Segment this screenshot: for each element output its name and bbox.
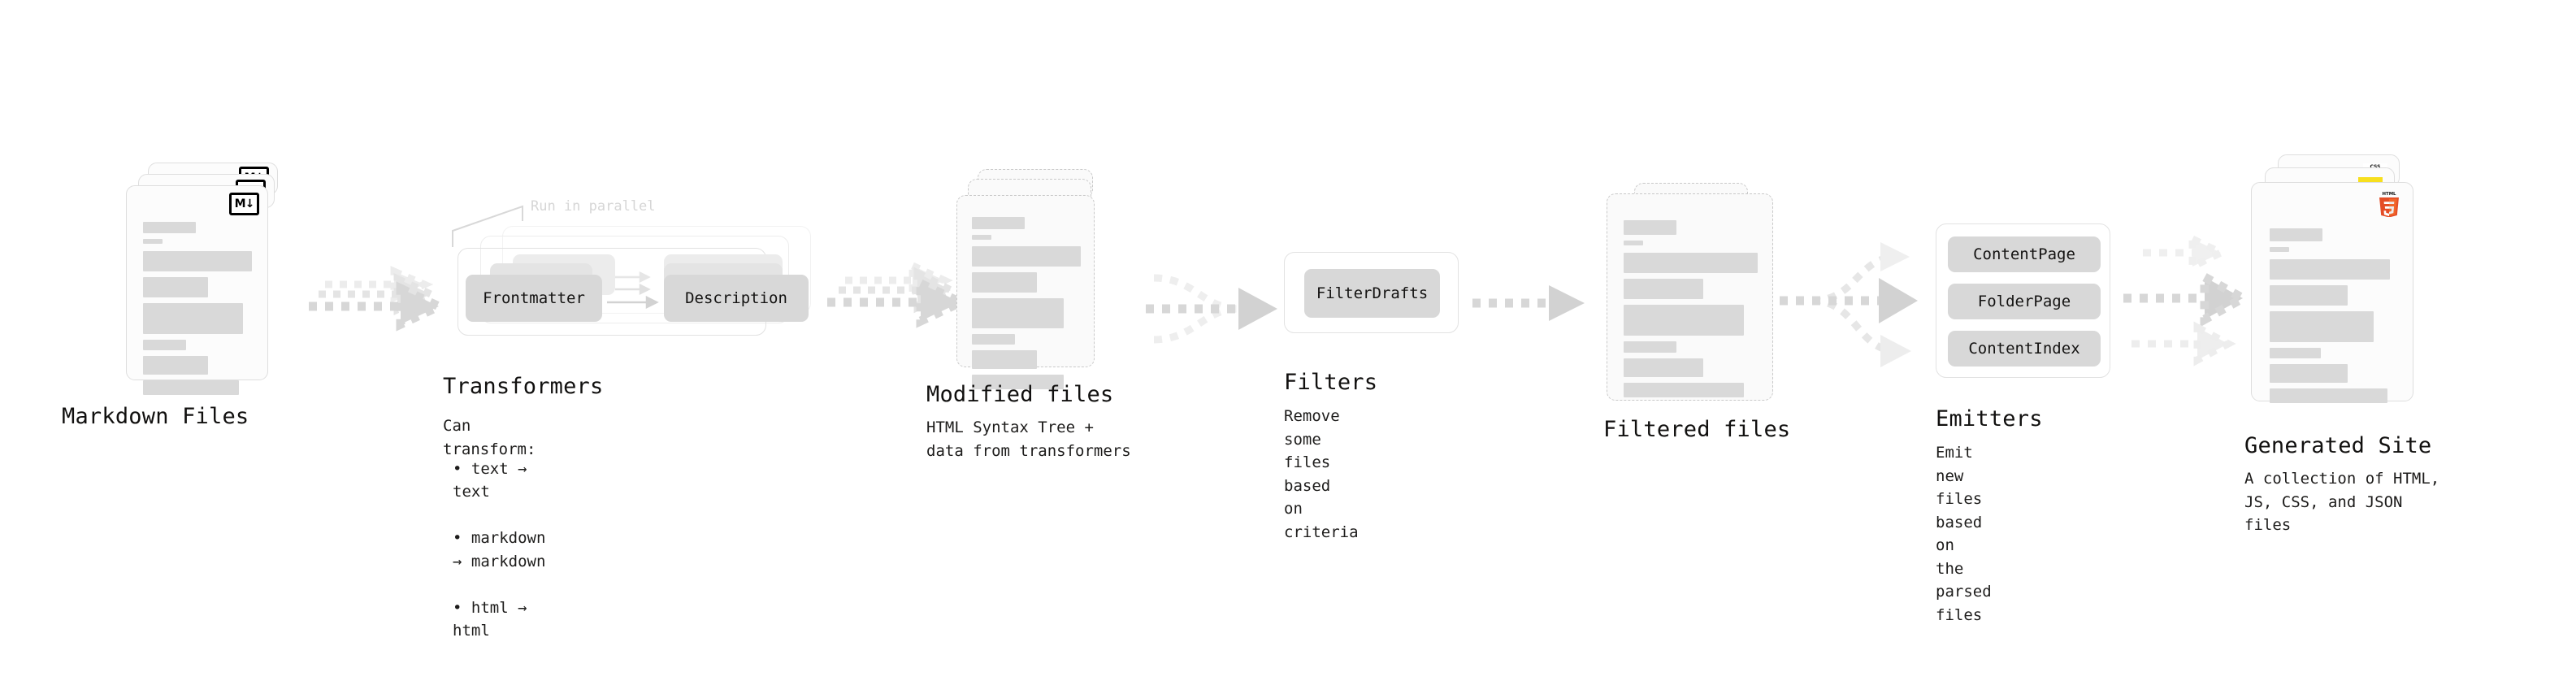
- stage-modified-files: Modified files HTML Syntax Tree + data f…: [926, 163, 1134, 460]
- emitters-desc: Emit new files based on the parsed files: [1936, 444, 1992, 624]
- placeholder-line: [972, 246, 1081, 267]
- stage-title-filters: Filters: [1284, 370, 1378, 395]
- placeholder-line: [972, 217, 1025, 229]
- inner-transform-arrows: [607, 271, 659, 310]
- placeholder-line: [2270, 388, 2387, 403]
- stage-title-filtered-files: Filtered files: [1603, 417, 1791, 442]
- run-in-parallel-label: Run in parallel: [531, 198, 656, 215]
- placeholder-line: [972, 235, 991, 240]
- stage-title-emitters: Emitters: [1936, 406, 2043, 432]
- placeholder-line: [143, 340, 186, 350]
- placeholder-line: [2270, 247, 2289, 252]
- placeholder-line: [2270, 311, 2374, 342]
- placeholder-line: [972, 272, 1037, 293]
- placeholder-line: [143, 380, 239, 395]
- chip-filterdrafts[interactable]: FilterDrafts: [1304, 269, 1440, 318]
- bullet-dot: •: [453, 459, 471, 478]
- transformers-desc: Can transform:: [443, 417, 536, 458]
- filters-box: FilterDrafts: [1284, 252, 1459, 333]
- filtered-file-stack: [1605, 183, 1784, 419]
- filtered-doc-front: [1607, 193, 1773, 401]
- list-item-label: text → text: [453, 459, 527, 501]
- placeholder-line: [1624, 358, 1703, 377]
- placeholder-line: [1624, 341, 1676, 353]
- chip-contentpage[interactable]: ContentPage: [1948, 236, 2101, 272]
- filters-desc: Remove some files based on criteria: [1284, 407, 1359, 541]
- stage-generated-site: CSS HTML: [2244, 154, 2442, 534]
- markdown-badge-front: M↓: [229, 193, 259, 215]
- modified-files-desc: HTML Syntax Tree + data from transformer…: [926, 419, 1131, 460]
- placeholder-line: [2270, 228, 2322, 241]
- transformers-bullet-list: • text → text • markdown → markdown • ht…: [453, 434, 545, 643]
- chip-description[interactable]: Description: [664, 275, 809, 322]
- placeholder-line: [2270, 364, 2348, 383]
- generated-site-desc: A collection of HTML, JS, CSS, and JSON …: [2244, 470, 2440, 534]
- arrow-filtered-to-emitters: [1780, 242, 1918, 367]
- placeholder-line: [143, 356, 208, 375]
- placeholder-line: [1624, 383, 1744, 397]
- arrow-filters-to-filtered: [1472, 285, 1585, 321]
- placeholder-line: [1624, 279, 1703, 299]
- markdown-file-stack: M↓ M↓ M↓: [122, 163, 301, 431]
- arrow-md-to-transformers: [309, 266, 449, 332]
- list-item: • text → text: [453, 434, 545, 504]
- placeholder-line: [1624, 220, 1676, 235]
- placeholder-line: [143, 251, 252, 271]
- doc-placeholder-lines: [972, 217, 1081, 395]
- list-item: • html → html: [453, 573, 545, 643]
- bullet-dot: •: [453, 598, 471, 617]
- stage-title-markdown-files: Markdown Files: [62, 404, 249, 429]
- placeholder-line: [143, 239, 163, 244]
- placeholder-line: [2270, 259, 2390, 280]
- placeholder-line: [972, 334, 1015, 345]
- placeholder-line: [2270, 285, 2348, 306]
- arrow-transformers-to-modified: [827, 259, 971, 328]
- modified-doc-front: [956, 195, 1095, 389]
- placeholder-line: [1624, 305, 1744, 336]
- placeholder-line: [972, 298, 1064, 328]
- emitters-box: ContentPage FolderPage ContentIndex: [1936, 223, 2110, 378]
- chip-folderpage[interactable]: FolderPage: [1948, 284, 2101, 319]
- placeholder-line: [972, 375, 1064, 389]
- site-doc-html: HTML: [2251, 182, 2413, 403]
- list-item: • markdown → markdown: [453, 504, 545, 574]
- list-item-label: html → html: [453, 598, 527, 640]
- markdown-doc-front: M↓: [126, 185, 268, 395]
- doc-placeholder-lines: [143, 222, 253, 401]
- html5-icon: HTML: [2377, 189, 2401, 218]
- arrow-emitters-to-site: [2123, 232, 2253, 367]
- stage-title-transformers: Transformers: [443, 374, 604, 399]
- placeholder-line: [2270, 348, 2321, 358]
- placeholder-line: [1624, 241, 1643, 245]
- svg-text:HTML: HTML: [2383, 192, 2397, 197]
- stage-title-modified-files: Modified files: [926, 382, 1114, 407]
- chip-contentindex[interactable]: ContentIndex: [1948, 331, 2101, 367]
- placeholder-line: [143, 222, 196, 233]
- modified-file-stack: [955, 163, 1134, 406]
- stage-filtered-files: Filtered files: [1603, 183, 1790, 442]
- parallel-bracket-icon: [452, 205, 523, 247]
- placeholder-line: [143, 303, 243, 334]
- doc-placeholder-lines: [1624, 220, 1758, 403]
- stage-title-generated-site: Generated Site: [2244, 433, 2432, 458]
- chip-frontmatter[interactable]: Frontmatter: [466, 275, 602, 322]
- placeholder-line: [143, 277, 208, 297]
- placeholder-line: [1624, 253, 1758, 273]
- placeholder-line: [972, 350, 1037, 369]
- list-item-label: markdown → markdown: [453, 529, 546, 570]
- generated-site-file-stack: CSS HTML: [2247, 154, 2442, 431]
- arrow-modified-to-filters: [1146, 274, 1277, 344]
- stage-markdown-files: M↓ M↓ M↓ Markdown Files: [62, 163, 301, 431]
- bullet-dot: •: [453, 529, 471, 547]
- doc-placeholder-lines: [2270, 228, 2398, 409]
